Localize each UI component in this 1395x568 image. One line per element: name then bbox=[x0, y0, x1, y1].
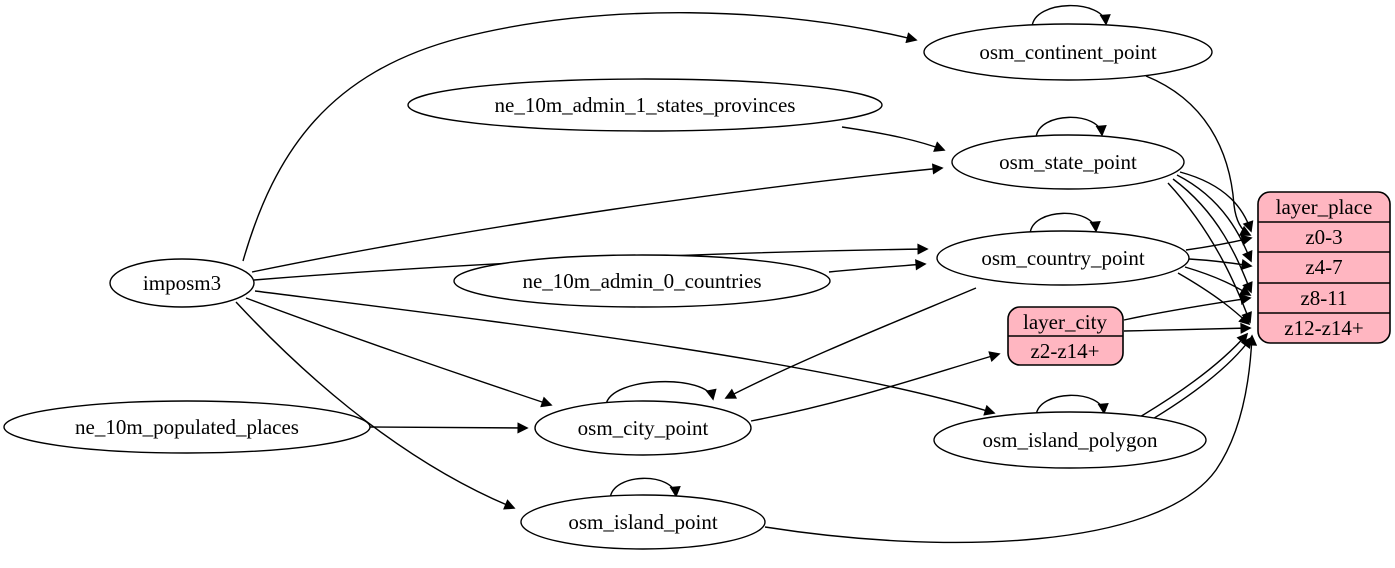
edge-layer_city-layer_place-z8-11 bbox=[1123, 293, 1252, 321]
node-ne_10m_populated_places-label: ne_10m_populated_places bbox=[75, 415, 299, 439]
node-osm_country_point-shape bbox=[936, 230, 1190, 286]
record-layer_city: layer_city z2-z14+ bbox=[1007, 306, 1124, 366]
node-osm_island_point: osm_island_point bbox=[520, 494, 766, 550]
record-layer_place: layer_place z0-3 z4-7 z8-11 z12-z14+ bbox=[1257, 191, 1391, 344]
node-ne_10m_populated_places: ne_10m_populated_places bbox=[3, 400, 371, 454]
edge-osm_country_point-osm_city_point bbox=[724, 287, 977, 399]
edge-ne_10m_populated_places-osm_city_point bbox=[369, 422, 529, 434]
selfloop-osm_island_point bbox=[609, 477, 681, 500]
edge-osm_country_point-layer_place-z12-z14 bbox=[1177, 272, 1251, 326]
edge-osm_country_point-layer_place-z0-3 bbox=[1185, 234, 1253, 251]
node-osm_state_point-shape bbox=[951, 134, 1185, 190]
node-ne_10m_admin_0_countries: ne_10m_admin_0_countries bbox=[453, 254, 831, 308]
record-layer_city-row-z2-z14: z2-z14+ bbox=[1031, 339, 1100, 363]
record-layer_city-title: layer_city bbox=[1023, 310, 1107, 334]
node-ne_10m_admin_0_countries-label: ne_10m_admin_0_countries bbox=[522, 269, 761, 293]
node-ne_10m_admin_0_countries-shape bbox=[453, 254, 831, 308]
edge-ne_10m_admin_0_countries-osm_country_point bbox=[828, 259, 927, 273]
node-osm_city_point-label: osm_city_point bbox=[578, 416, 709, 440]
record-layer_place-title: layer_place bbox=[1276, 195, 1373, 219]
selfloop-osm_continent_point bbox=[1031, 4, 1111, 28]
edge-osm_continent_point-layer_place-z0-3 bbox=[1145, 75, 1252, 236]
selfloop-osm_state_point bbox=[1035, 116, 1107, 139]
node-imposm3-label: imposm3 bbox=[143, 271, 221, 295]
node-osm_continent_point-shape bbox=[923, 23, 1213, 81]
edge-osm_island_polygon-layer_place-z12-z14-b bbox=[1145, 336, 1252, 424]
node-imposm3-shape bbox=[109, 258, 255, 308]
edge-imposm3-osm_state_point bbox=[251, 163, 944, 273]
edge-osm_country_point-layer_place-z8-11 bbox=[1184, 266, 1252, 296]
record-layer_place-row-z12-z14: z12-z14+ bbox=[1284, 316, 1363, 340]
selfloop-osm_country_point bbox=[1029, 212, 1101, 235]
node-osm_city_point-shape bbox=[534, 400, 752, 456]
record-layer_place-row-z8-11: z8-11 bbox=[1300, 286, 1347, 310]
edge-imposm3-osm_city_point bbox=[245, 297, 553, 408]
edge-osm_city_point-layer_city bbox=[750, 351, 1001, 422]
edge-imposm3-osm_continent_point bbox=[242, 12, 918, 262]
node-osm_island_polygon-shape bbox=[933, 411, 1207, 469]
node-osm_country_point: osm_country_point bbox=[936, 230, 1190, 286]
edge-osm_state_point-layer_place-z0-3 bbox=[1179, 171, 1254, 233]
node-ne_10m_admin_1_states_provinces: ne_10m_admin_1_states_provinces bbox=[407, 78, 883, 132]
selfloop-osm_city_point bbox=[605, 380, 717, 406]
node-osm_state_point-label: osm_state_point bbox=[999, 150, 1137, 174]
record-layer_place-row-z0-3: z0-3 bbox=[1305, 225, 1342, 249]
node-osm_island_point-shape bbox=[520, 494, 766, 550]
edge-layer_city-layer_place-z12-z14 bbox=[1123, 322, 1252, 334]
node-osm_island_point-label: osm_island_point bbox=[568, 510, 718, 534]
record-layer_place-shape bbox=[1257, 191, 1391, 344]
node-osm_state_point: osm_state_point bbox=[951, 134, 1185, 190]
edge-osm_state_point-layer_place-z8-11 bbox=[1172, 178, 1253, 294]
edge-osm_island_polygon-layer_place-z12-z14-a bbox=[1137, 332, 1249, 419]
node-osm_city_point: osm_city_point bbox=[534, 400, 752, 456]
node-osm_country_point-label: osm_country_point bbox=[981, 246, 1144, 270]
selfloop-osm_island_polygon bbox=[1035, 394, 1109, 417]
node-osm_continent_point-label: osm_continent_point bbox=[979, 40, 1156, 64]
node-ne_10m_admin_1_states_provinces-label: ne_10m_admin_1_states_provinces bbox=[495, 93, 796, 117]
edge-osm_country_point-layer_place-z4-7 bbox=[1188, 258, 1253, 271]
edge-osm_state_point-layer_place-z4-7 bbox=[1176, 174, 1253, 263]
node-osm_continent_point: osm_continent_point bbox=[923, 23, 1213, 81]
node-imposm3: imposm3 bbox=[109, 258, 255, 308]
node-osm_island_polygon-label: osm_island_polygon bbox=[982, 428, 1158, 452]
edge-osm_state_point-layer_place-z12-z14 bbox=[1167, 182, 1252, 324]
node-ne_10m_populated_places-shape bbox=[3, 400, 371, 454]
record-layer_place-row-z4-7: z4-7 bbox=[1305, 255, 1342, 279]
edge-ne_10m_admin_1_states_provinces-osm_state_point bbox=[841, 126, 946, 152]
edge-imposm3-osm_island_polygon bbox=[254, 290, 996, 416]
edge-osm_island_point-layer_place-z12-z14 bbox=[764, 334, 1258, 544]
edges bbox=[235, 4, 1258, 544]
node-ne_10m_admin_1_states_provinces-shape bbox=[407, 78, 883, 132]
node-osm_island_polygon: osm_island_polygon bbox=[933, 411, 1207, 469]
edge-imposm3-osm_island_point bbox=[235, 301, 516, 510]
